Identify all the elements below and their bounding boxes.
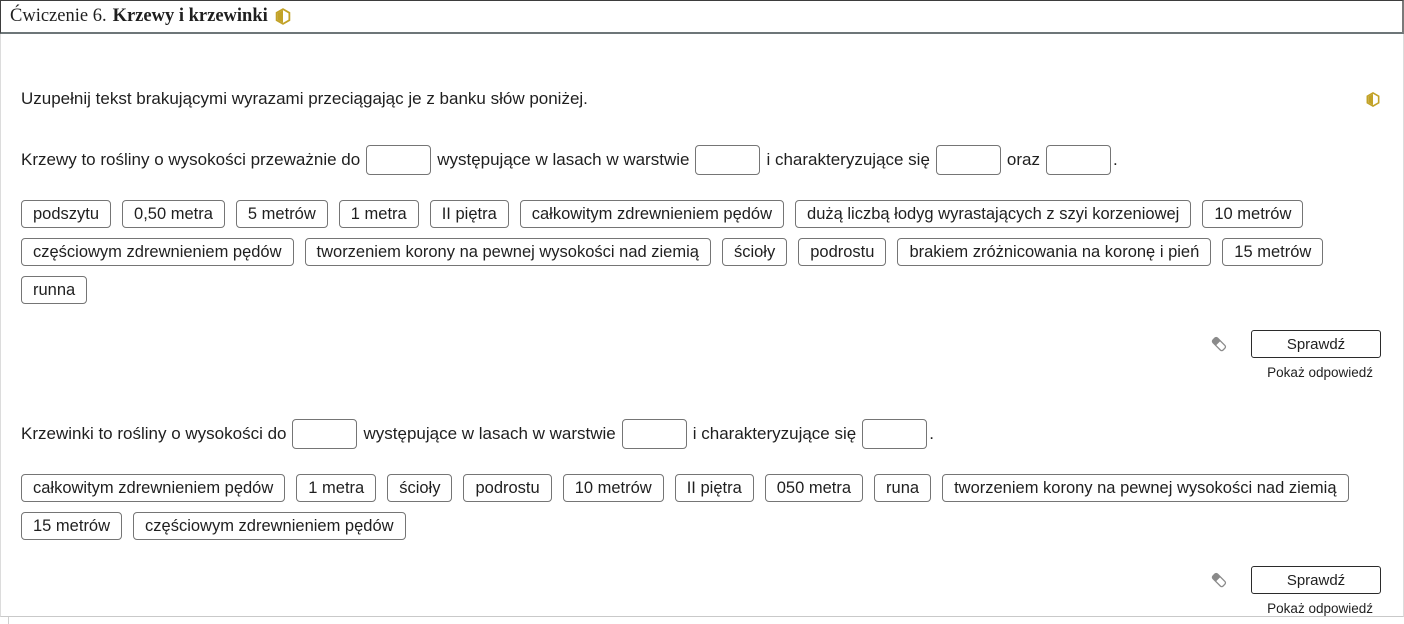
eraser-icon[interactable] — [1210, 335, 1228, 353]
word-tile[interactable]: całkowitym zdrewnieniem pędów — [519, 200, 785, 228]
exercise1-controls: Sprawdź — [21, 330, 1381, 358]
sentence-text: . — [1113, 150, 1118, 169]
word-tile[interactable]: całkowitym zdrewnieniem pędów — [21, 474, 286, 502]
word-bank-2: całkowitym zdrewnieniem pędów 1 metra ścio… — [21, 474, 1381, 540]
exercise-title: Krzewy i krzewinki — [112, 6, 268, 26]
word-tile[interactable]: brakiem zróżnicowania na koronę i pień — [897, 238, 1212, 266]
sentence-text: . — [929, 424, 934, 443]
difficulty-hexagon-icon — [1365, 91, 1381, 108]
word-tile[interactable]: ścioły — [721, 238, 788, 266]
sentence-text: występujące w lasach w warstwie — [363, 424, 616, 443]
word-tile[interactable]: podrostu — [463, 474, 552, 502]
word-tile[interactable]: 5 metrów — [235, 200, 328, 228]
sentence-text: oraz — [1006, 150, 1040, 169]
answer-blank-3[interactable] — [935, 145, 1001, 175]
difficulty-hexagon-icon — [274, 7, 292, 26]
answer-blank-2[interactable] — [695, 145, 761, 175]
word-tile[interactable]: częściowym zdrewnieniem pędów — [21, 238, 294, 266]
check-button[interactable]: Sprawdź — [1251, 566, 1381, 594]
word-tile[interactable]: II piętra — [674, 474, 754, 502]
word-tile[interactable]: dużą liczbą łodyg wyrastających z szyi k… — [795, 200, 1192, 228]
eraser-icon[interactable] — [1210, 571, 1228, 589]
word-tile[interactable]: 15 metrów — [21, 512, 123, 540]
exercise-number-label: Ćwiczenie 6. — [10, 6, 107, 26]
sentence-text: Krzewinki to rośliny o wysokości do — [21, 424, 287, 443]
answer-blank-1[interactable] — [366, 145, 432, 175]
word-tile[interactable]: runa — [874, 474, 932, 502]
word-tile[interactable]: 1 metra — [296, 474, 377, 502]
sentence-text: występujące w lasach w warstwie — [437, 150, 690, 169]
word-tile[interactable]: tworzeniem korony na pewnej wysokości na… — [942, 474, 1349, 502]
sentence-text: i charakteryzujące się — [692, 424, 857, 443]
exercise-content: Uzupełnij tekst brakującymi wyrazami prz… — [0, 34, 1404, 617]
sentence-text: Krzewy to rośliny o wysokości przeważnie… — [21, 150, 361, 169]
show-answer-link[interactable]: Pokaż odpowiedź — [1267, 365, 1373, 380]
word-tile[interactable]: 10 metrów — [1202, 200, 1304, 228]
word-tile[interactable]: 10 metrów — [562, 474, 664, 502]
word-bank-1: podszytu 0,50 metra 5 metrów 1 metra II pięt… — [21, 200, 1381, 304]
word-tile[interactable]: podrostu — [798, 238, 887, 266]
answer-blank-4[interactable] — [1046, 145, 1111, 175]
exercise1-sentence: Krzewy to rośliny o wysokości przeważnie… — [21, 145, 1381, 175]
instruction-row: Uzupełnij tekst brakującymi wyrazami prz… — [21, 89, 1381, 109]
word-tile[interactable]: tworzeniem korony na pewnej wysokości na… — [304, 238, 711, 266]
show-answer-link[interactable]: Pokaż odpowiedź — [1267, 601, 1373, 616]
word-tile[interactable]: 050 metra — [764, 474, 864, 502]
word-tile[interactable]: podszytu — [21, 200, 112, 228]
instruction-text: Uzupełnij tekst brakującymi wyrazami prz… — [21, 89, 588, 108]
answer-blank-1[interactable] — [292, 419, 358, 449]
word-tile[interactable]: 0,50 metra — [122, 200, 225, 228]
sentence-text: i charakteryzujące się — [766, 150, 930, 169]
check-button[interactable]: Sprawdź — [1251, 330, 1381, 358]
answer-blank-2[interactable] — [621, 419, 687, 449]
word-tile[interactable]: 1 metra — [338, 200, 419, 228]
exercise2-controls: Sprawdź — [21, 566, 1381, 594]
word-tile[interactable]: runna — [21, 276, 88, 304]
exercise2-sentence: Krzewinki to rośliny o wysokości do wyst… — [21, 419, 1381, 449]
word-tile[interactable]: 15 metrów — [1222, 238, 1324, 266]
word-tile[interactable]: ścioły — [387, 474, 453, 502]
word-tile[interactable]: II piętra — [429, 200, 509, 228]
word-tile[interactable]: częściowym zdrewnieniem pędów — [133, 512, 406, 540]
next-section-border-stub — [8, 617, 9, 624]
exercise-titlebar: Ćwiczenie 6. Krzewy i krzewinki — [0, 0, 1404, 34]
answer-blank-3[interactable] — [862, 419, 928, 449]
